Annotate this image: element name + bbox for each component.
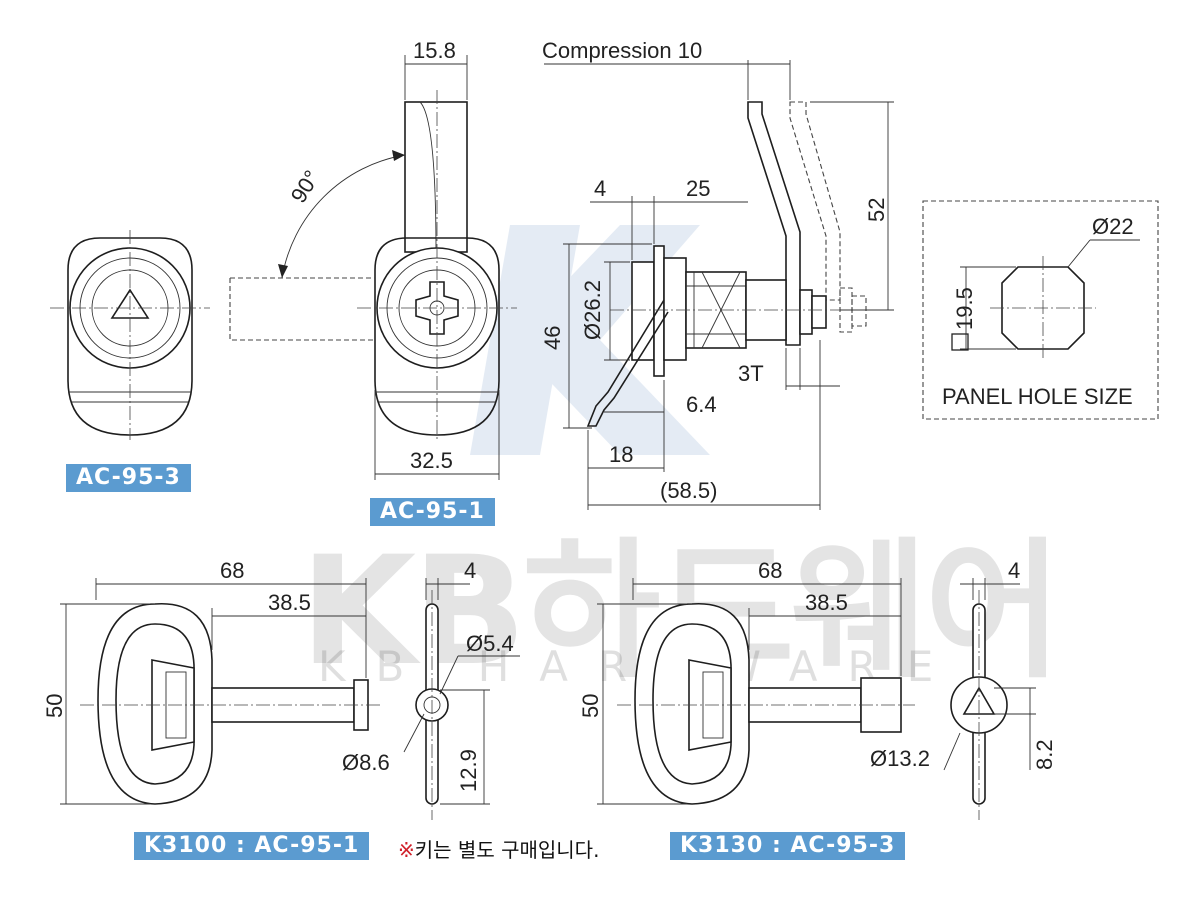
dim-key1-length: 68 [220,558,244,583]
dim-key2-tip: Ø13.2 [870,746,930,771]
dim-len-6-4: 6.4 [686,392,717,417]
ac95-1-front-view [229,55,517,480]
key-k3100-drawing [60,578,520,820]
dim-thickness-3t: 3T [738,361,764,386]
label-key-k3100: K3100 : AC-95-1 [134,832,370,860]
dim-width-body: 32.5 [410,448,453,473]
label-ac95-3: AC-95-3 [66,464,191,492]
key-purchase-note: ※키는 별도 구매입니다. [398,834,599,863]
dim-hole-diameter: Ø22 [1092,214,1134,239]
dim-key2-length: 68 [758,558,782,583]
key-k3130-drawing [597,578,1036,820]
label-ac95-1: AC-95-1 [370,498,495,526]
dim-len-18: 18 [609,442,633,467]
dim-overall-length: (58.5) [660,478,717,503]
dim-key2-shaft: 38.5 [805,590,848,615]
dim-key2-triangle: 8.2 [1032,739,1057,770]
dim-key1-hole: Ø5.4 [466,631,514,656]
dim-key1-tip: Ø8.6 [342,750,390,775]
note-mark-icon: ※ [398,838,415,862]
dim-len-4: 4 [594,176,606,201]
side-view [544,60,894,510]
square-symbol-icon [951,333,969,351]
dim-key1-shaft: 38.5 [268,590,311,615]
dim-key2-thickness: 4 [1008,558,1020,583]
dim-key1-thickness: 4 [464,558,476,583]
dim-height-46: 46 [540,326,565,350]
dim-dia-26-2: Ø26.2 [580,280,605,340]
dim-height-52: 52 [864,198,889,222]
panel-hole-label: PANEL HOLE SIZE [942,384,1133,409]
ac95-3-front-view [50,230,210,440]
watermark-subtext: KB HARDWARE [318,642,933,691]
dim-compression: Compression 10 [542,38,702,63]
dim-len-25: 25 [686,176,710,201]
label-key-k3130: K3130 : AC-95-3 [670,832,906,860]
dim-hole-flat: 19.5 [952,287,977,330]
note-text: 키는 별도 구매입니다. [414,838,600,862]
dim-width-top: 15.8 [413,38,456,63]
dim-key2-height: 50 [578,694,603,718]
dim-key1-span: 12.9 [456,749,481,792]
dim-key1-height: 50 [42,694,67,718]
dim-rotation-angle: 90° [286,166,325,207]
panel-hole-box [922,200,1159,420]
